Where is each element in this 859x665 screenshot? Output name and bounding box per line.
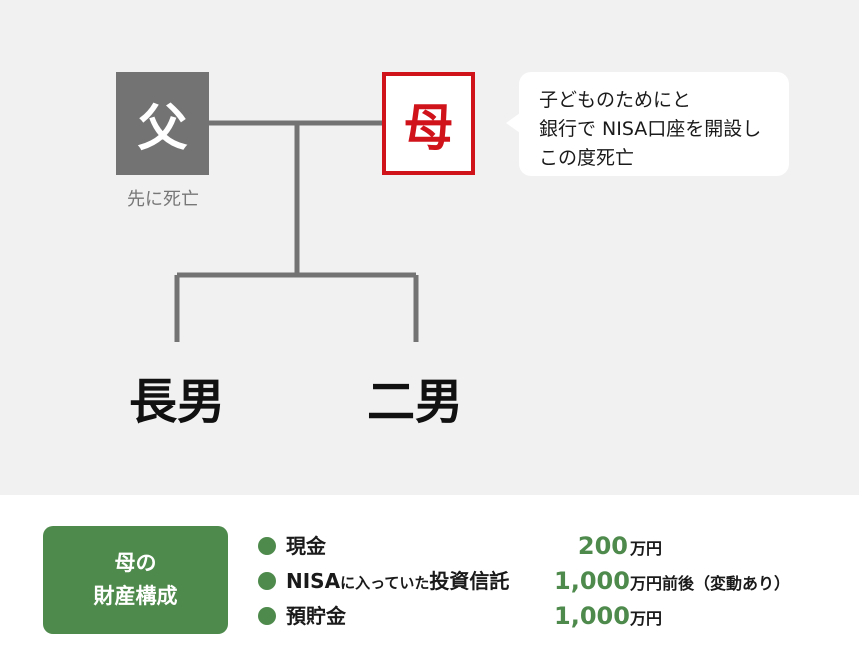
asset-label: 預貯金 — [286, 600, 346, 632]
badge-line: 母の — [114, 551, 157, 575]
asset-row-savings: 預貯金 1,000 万円 — [258, 600, 838, 632]
asset-unit: 万円 — [630, 539, 663, 558]
asset-amount: 1,000 — [554, 567, 630, 595]
asset-label-tail: 投資信託 — [429, 569, 510, 593]
father-caption: 先に死亡 — [127, 189, 199, 210]
child-second-son: 二男 — [366, 374, 463, 430]
speech-bubble-tail — [506, 113, 520, 133]
assets-badge: 母の 財産構成 — [43, 526, 228, 634]
asset-label-small: に入っていた — [340, 574, 430, 592]
speech-bubble: 子どものためにと 銀行で NISA口座を開設し この度死亡 — [519, 72, 789, 176]
asset-label-main: NISA — [286, 569, 341, 593]
child-eldest-son: 長男 — [128, 374, 225, 430]
father-box: 父 — [116, 72, 209, 175]
asset-label-main: 現金 — [286, 534, 326, 558]
asset-label: NISAに入っていた投資信託 — [286, 565, 509, 599]
badge-line: 財産構成 — [93, 584, 178, 608]
family-tree-connectors — [174, 120, 419, 342]
bubble-line: この度死亡 — [539, 147, 635, 169]
asset-label-main: 預貯金 — [286, 604, 346, 628]
mother-label: 母 — [403, 98, 454, 157]
bubble-line: 子どものためにと — [539, 89, 692, 111]
asset-unit: 万円前後（変動あり） — [630, 574, 791, 593]
asset-amount: 200 — [577, 532, 628, 560]
father-label: 父 — [137, 98, 188, 157]
mother-box: 母 — [382, 72, 475, 175]
asset-label: 現金 — [286, 530, 326, 562]
bubble-line: 銀行で NISA口座を開設し — [539, 118, 762, 140]
asset-row-cash: 現金 200 万円 — [258, 530, 838, 562]
asset-row-nisa: NISAに入っていた投資信託 1,000 万円前後（変動あり） — [258, 565, 838, 597]
asset-unit: 万円 — [630, 609, 663, 628]
bullet-dot — [258, 537, 276, 555]
bullet-dot — [258, 572, 276, 590]
bullet-dot — [258, 607, 276, 625]
asset-amount: 1,000 — [554, 602, 630, 630]
